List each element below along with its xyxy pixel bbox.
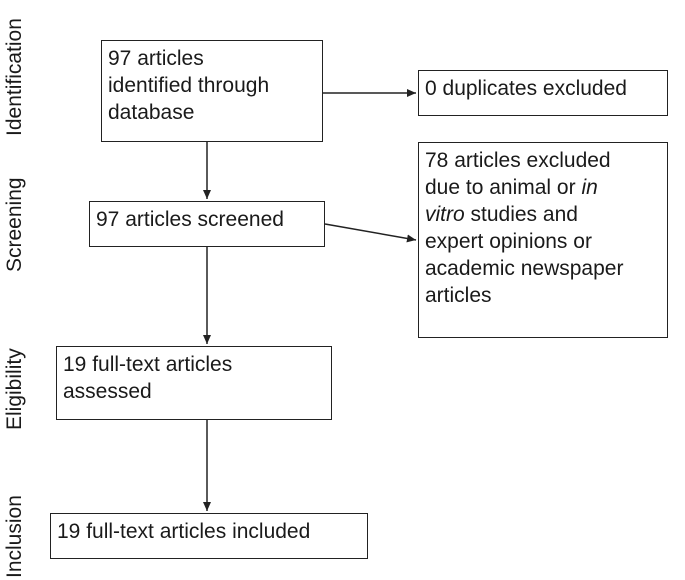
assessed-line-1: 19 full-text articles (63, 353, 233, 376)
duplicates-line-1: 0 duplicates excluded (425, 77, 627, 100)
excluded-line-2-text: due to animal or (425, 176, 582, 199)
included-line-1: 19 full-text articles included (57, 520, 311, 543)
excluded-line-4: expert opinions or (425, 230, 592, 253)
duplicates-box: 0 duplicates excluded (418, 70, 668, 116)
identified-box: 97 articles identified through database (101, 40, 323, 142)
screened-line-1: 97 articles screened (96, 208, 284, 231)
excluded-line-2-italic: in (581, 176, 598, 199)
excluded-line-6: articles (425, 284, 492, 307)
assessed-box: 19 full-text articles assessed (56, 346, 332, 420)
included-box: 19 full-text articles included (50, 513, 368, 559)
excluded-line-3-text: studies and (464, 203, 578, 226)
excluded-line-3: vitro studies and (425, 201, 661, 228)
identified-line-3: database (108, 101, 195, 124)
identified-line-2: identified through (108, 74, 270, 97)
excluded-box: 78 articles excluded due to animal or in… (418, 142, 668, 338)
excluded-line-3-italic: vitro (425, 203, 465, 226)
excluded-line-5: academic newspaper (425, 257, 624, 280)
identified-line-1: 97 articles (108, 47, 204, 70)
assessed-line-2: assessed (63, 380, 152, 403)
arrow-screened-to-excluded (324, 223, 417, 243)
excluded-line-1: 78 articles excluded (425, 149, 611, 172)
screened-box: 97 articles screened (89, 201, 325, 247)
excluded-line-2: due to animal or in (425, 174, 661, 201)
